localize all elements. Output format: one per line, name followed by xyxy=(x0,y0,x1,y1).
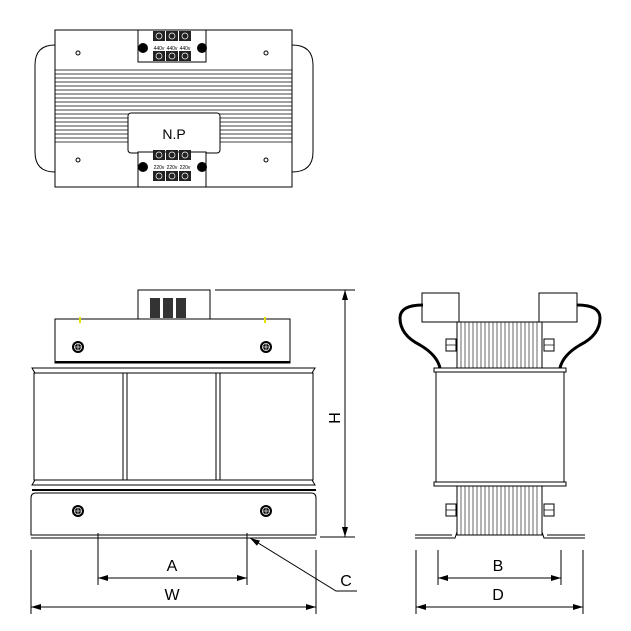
side-terminal-box xyxy=(538,292,578,323)
top-view: N.P 440v 440v 440v 220v 220v 220v xyxy=(34,29,314,188)
terminal-screw-icon xyxy=(153,31,165,41)
front-view: H A W C xyxy=(30,289,357,614)
terminal-label: 220v xyxy=(154,165,165,171)
terminal-screw-icon xyxy=(179,171,191,181)
a-label: A xyxy=(167,558,178,575)
front-terminal-block xyxy=(137,289,211,320)
terminal-screw-icon xyxy=(153,150,165,160)
cable xyxy=(398,303,442,369)
bolt-icon xyxy=(138,43,148,53)
nameplate-label: N.P xyxy=(162,126,185,142)
side-view: B D xyxy=(398,292,602,614)
terminal-label: 440v xyxy=(154,46,165,52)
terminal-screw-icon xyxy=(179,150,191,160)
coil xyxy=(219,372,314,481)
terminal-label: 220v xyxy=(180,165,191,171)
bolt-icon xyxy=(197,162,207,172)
terminal-label: 440v xyxy=(180,46,191,52)
top-clamp xyxy=(54,318,291,364)
mount-hole-icon xyxy=(75,50,81,56)
c-leader xyxy=(249,537,357,592)
coil xyxy=(33,372,124,481)
coil xyxy=(126,372,217,481)
mount-hole-icon xyxy=(263,157,269,163)
terminal-screw-icon xyxy=(166,31,178,41)
right-end-cap xyxy=(291,44,314,173)
height-label: H xyxy=(327,412,344,424)
terminal-screw-icon xyxy=(179,31,191,41)
bottom-clamp xyxy=(30,492,317,536)
bolt-icon xyxy=(197,43,207,53)
terminal-label: 440v xyxy=(167,46,178,52)
bolt-icon xyxy=(138,162,148,172)
side-coil xyxy=(435,371,565,483)
d-label: D xyxy=(492,587,504,604)
terminal-label: 220v xyxy=(167,165,178,171)
c-label: C xyxy=(340,573,352,590)
terminal-screw-icon xyxy=(166,150,178,160)
w-label: W xyxy=(164,587,180,604)
terminal-screw-icon xyxy=(179,51,191,61)
terminal-screw-icon xyxy=(166,51,178,61)
mount-hole-icon xyxy=(75,157,81,163)
left-end-cap xyxy=(34,44,56,173)
cable xyxy=(558,303,602,369)
terminal-screw-icon xyxy=(153,171,165,181)
side-terminal-box xyxy=(421,292,460,323)
terminal-screw-icon xyxy=(153,51,165,61)
mount-hole-icon xyxy=(263,50,269,56)
b-label: B xyxy=(493,558,504,575)
terminal-screw-icon xyxy=(166,171,178,181)
